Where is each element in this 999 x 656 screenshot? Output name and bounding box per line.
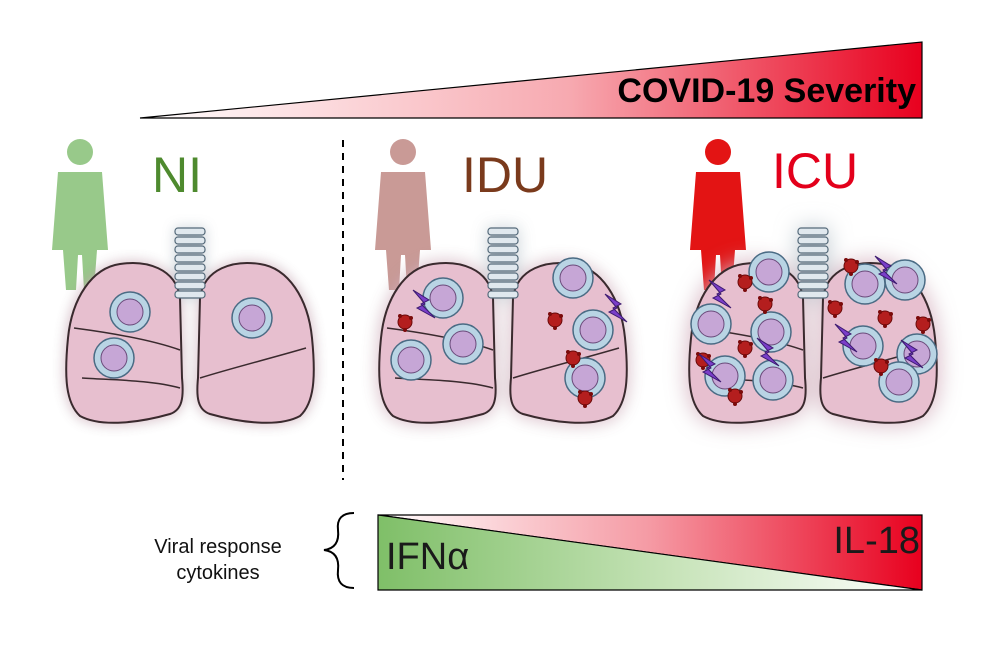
ni-group — [52, 139, 315, 424]
ifn-alpha-label: IFNα — [386, 536, 470, 578]
idu-person-icon — [375, 139, 431, 290]
idu-label: IDU — [462, 147, 549, 203]
ifn-gradient-wedge — [377, 514, 923, 591]
viral-response-caption-line1: Viral response — [154, 536, 282, 558]
ni-label: NI — [152, 147, 202, 203]
viral-response-caption-line2: cytokines — [176, 562, 260, 584]
ni-person-icon — [52, 139, 108, 290]
severity-label: COVID-19 Severity — [617, 72, 916, 110]
ni-lungs-icon — [65, 227, 315, 424]
il18-label: IL-18 — [833, 520, 920, 562]
viral-response-brace — [323, 512, 355, 589]
icu-person-icon — [690, 139, 746, 290]
severity-gradient-wedge — [139, 41, 923, 119]
idu-group — [375, 139, 628, 424]
viral-response-caption: Viral response cytokines — [118, 534, 318, 586]
icu-label: ICU — [772, 143, 859, 199]
icu-group — [688, 139, 938, 424]
